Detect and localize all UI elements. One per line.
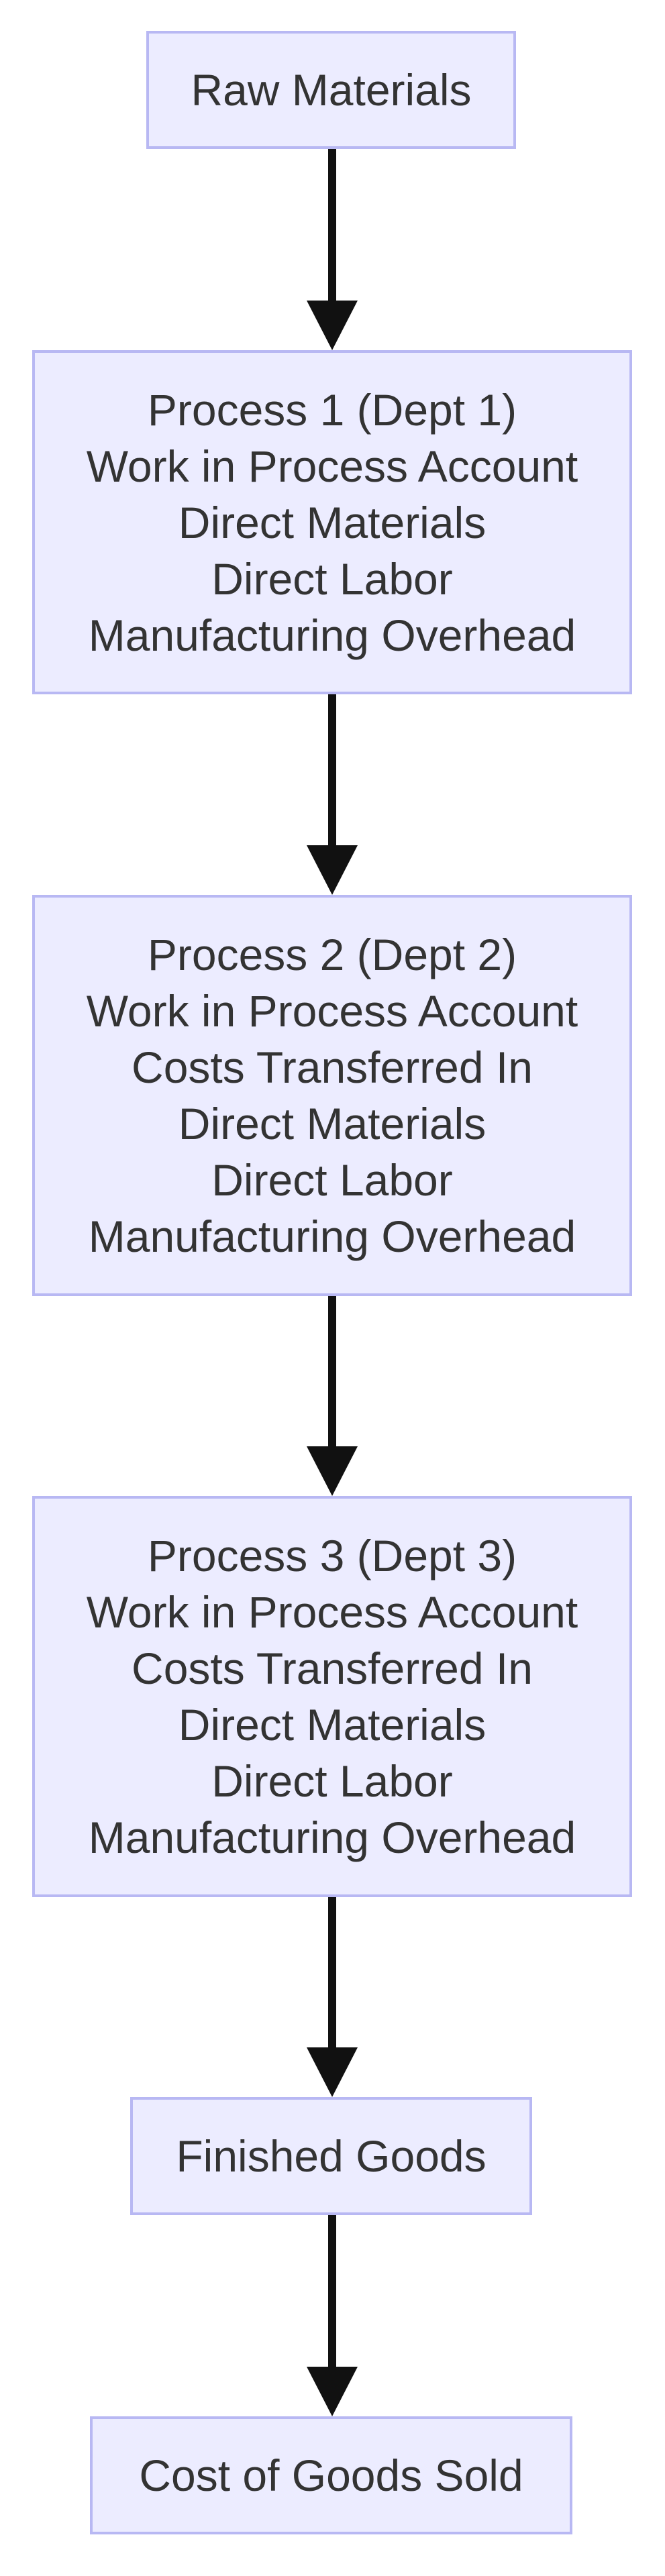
node-title: Process 3 (Dept 3) [147, 1531, 517, 1580]
node-label: Raw Materials [191, 65, 472, 115]
node-line: Direct Materials [178, 1099, 487, 1148]
node-line: Manufacturing Overhead [88, 1212, 576, 1261]
arrow-raw-to-process1 [307, 149, 358, 350]
node-line: Costs Transferred In [132, 1042, 533, 1092]
node-line: Manufacturing Overhead [88, 1813, 576, 1862]
arrow-process1-to-process2 [307, 694, 358, 895]
node-line: Direct Labor [211, 553, 453, 604]
node-line: Manufacturing Overhead [88, 610, 576, 660]
arrow-process2-to-process3 [307, 1296, 358, 1496]
node-raw-materials: Raw Materials [146, 31, 516, 149]
node-line: Direct Labor [211, 1756, 453, 1806]
node-line: Direct Labor [211, 1155, 453, 1205]
node-line: Work in Process Account [86, 986, 578, 1036]
node-process-1: Process 1 (Dept 1) Work in Process Accou… [32, 350, 632, 694]
node-finished-goods: Finished Goods [130, 2097, 532, 2215]
node-line: Work in Process Account [86, 1587, 578, 1637]
node-title: Process 2 (Dept 2) [147, 930, 517, 979]
node-label: Finished Goods [176, 2131, 487, 2181]
node-process-2: Process 2 (Dept 2) Work in Process Accou… [32, 895, 632, 1296]
node-line: Costs Transferred In [132, 1644, 533, 1693]
node-label: Cost of Goods Sold [139, 2451, 523, 2500]
node-line: Direct Materials [178, 1700, 487, 1750]
arrow-finished-to-cogs [307, 2215, 358, 2416]
arrow-process3-to-finished [307, 1897, 358, 2097]
node-cost-of-goods-sold: Cost of Goods Sold [90, 2416, 572, 2534]
node-title: Process 1 (Dept 1) [147, 384, 517, 435]
node-line: Work in Process Account [86, 441, 578, 491]
node-process-3: Process 3 (Dept 3) Work in Process Accou… [32, 1496, 632, 1897]
node-line: Direct Materials [178, 497, 487, 547]
